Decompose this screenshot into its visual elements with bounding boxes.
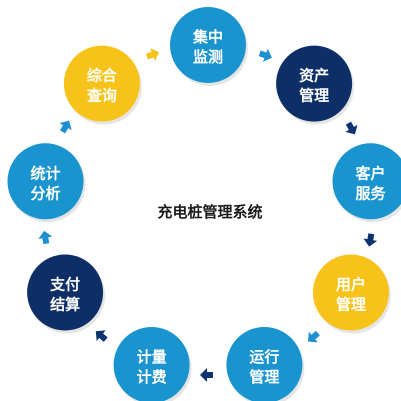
node-label-line1: 用户	[336, 276, 366, 294]
cycle-arrow-icon	[200, 368, 213, 382]
node-label-line2: 服务	[355, 184, 386, 202]
node-circle	[276, 45, 353, 122]
node-label-line1: 统计	[30, 164, 60, 182]
cycle-arrow-icon	[258, 48, 272, 62]
node-label-line1: 客户	[354, 164, 385, 182]
node-label-line2: 管理	[336, 296, 366, 314]
node-label-line2: 结算	[50, 296, 80, 314]
node-label-line2: 计费	[137, 368, 167, 386]
node-label-line2: 管理	[249, 368, 279, 386]
node-label-line1: 运行	[249, 348, 279, 366]
node-label-line1: 集中	[192, 28, 223, 46]
node-circle	[170, 7, 246, 83]
node-circle	[312, 254, 389, 331]
node-label-line1: 支付	[49, 276, 80, 294]
cycle-arrow-icon	[307, 330, 320, 343]
cycle-arrow-icon	[345, 121, 358, 135]
node-circle	[332, 143, 401, 220]
node-label-line1: 综合	[87, 67, 118, 85]
cycle-arrow-icon	[59, 120, 72, 134]
node-label-line2: 监测	[193, 48, 223, 66]
cycle-arrow-icon	[363, 233, 378, 247]
node-circle	[226, 327, 303, 401]
node-circle	[63, 45, 140, 122]
cycle-arrow-icon	[95, 330, 108, 342]
cycle-arrow-icon	[38, 230, 53, 245]
node-label-line1: 计量	[137, 348, 167, 366]
cycle-arrow-icon	[145, 48, 160, 62]
node-circle	[7, 143, 84, 220]
node-label-line2: 分析	[30, 184, 60, 202]
node-label-line1: 资产	[299, 67, 329, 85]
node-label-line2: 查询	[87, 87, 117, 105]
node-circle	[113, 327, 190, 401]
node-circle	[27, 254, 104, 331]
diagram-title: 充电桩管理系统	[157, 203, 262, 221]
node-label-line2: 管理	[299, 87, 329, 105]
